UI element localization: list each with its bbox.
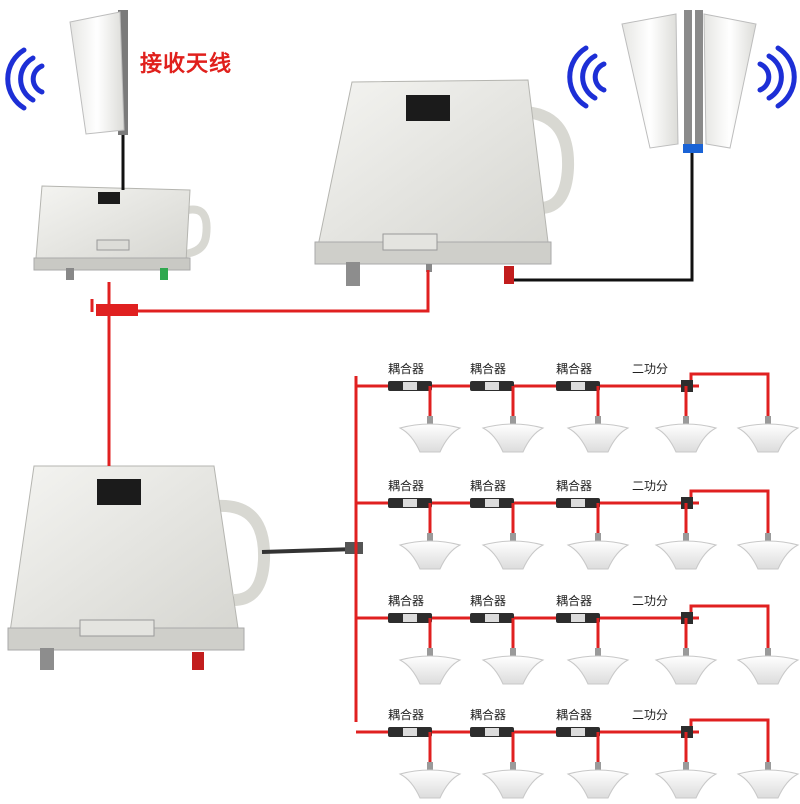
splitter-cable (689, 372, 770, 422)
trunk-cables (90, 270, 430, 466)
antenna-connector (427, 762, 433, 772)
signal-waves-icon (5, 47, 45, 111)
host-output-cable (261, 547, 357, 554)
ceiling-antenna (654, 655, 718, 685)
antenna-connector (595, 648, 601, 658)
receive-antenna-right (512, 10, 757, 282)
coupler-label: 耦合器 (470, 479, 507, 493)
antenna-connector (683, 416, 689, 426)
antenna-connector (595, 762, 601, 772)
coupler-label-plate (571, 499, 585, 507)
relay-unit (314, 79, 575, 286)
splitter-cable (689, 489, 770, 539)
antenna-connector (683, 533, 689, 543)
coupler-label: 耦合器 (556, 594, 593, 608)
coupler-label-plate (571, 382, 585, 390)
coupler-label-plate (571, 728, 585, 736)
receive-antenna-left (69, 10, 128, 185)
ceiling-antenna (654, 769, 718, 799)
ceiling-antenna (654, 540, 718, 570)
antenna-connector (765, 533, 771, 543)
ceiling-antenna (736, 655, 800, 685)
ceiling-antenna (481, 769, 545, 799)
coupler-label: 耦合器 (388, 362, 425, 376)
coupler-label: 耦合器 (470, 362, 507, 376)
coupler-label-plate (485, 382, 499, 390)
antenna-connector (765, 762, 771, 772)
antenna-connector (595, 416, 601, 426)
ceiling-antenna (654, 423, 718, 453)
antenna-connector (765, 416, 771, 426)
antenna-connector (765, 648, 771, 658)
ceiling-antenna (736, 769, 800, 799)
ceiling-antenna (481, 655, 545, 685)
distribution-network (354, 372, 800, 799)
ceiling-antenna (566, 769, 630, 799)
ceiling-antenna (566, 423, 630, 453)
ceiling-antenna (566, 540, 630, 570)
antenna-connector (683, 648, 689, 658)
antenna-connector (427, 533, 433, 543)
coupler-label-plate (403, 728, 417, 736)
host-unit (7, 465, 271, 670)
coupler-label: 耦合器 (556, 708, 593, 722)
coupler-label-plate (485, 499, 499, 507)
coupler-label: 耦合器 (470, 708, 507, 722)
ceiling-antenna (481, 423, 545, 453)
ceiling-antenna (398, 423, 462, 453)
ceiling-antenna (398, 655, 462, 685)
coupler-label-plate (403, 614, 417, 622)
antenna-connector (510, 533, 516, 543)
antenna-connector (683, 762, 689, 772)
main-splitter (345, 542, 363, 554)
antenna-connector (510, 416, 516, 426)
coupler-label: 耦合器 (556, 479, 593, 493)
splitter-label: 二功分 (632, 479, 669, 493)
ceiling-antenna (736, 423, 800, 453)
splitter-cable (689, 718, 770, 768)
signal-waves-icon (567, 45, 797, 109)
antenna-connector (510, 648, 516, 658)
coupler-label-plate (403, 382, 417, 390)
splitter-label: 二功分 (632, 362, 669, 376)
splitter-label: 二功分 (632, 594, 669, 608)
coupler-label-plate (403, 499, 417, 507)
antenna-connector (510, 762, 516, 772)
antenna-connector (595, 533, 601, 543)
coupler-label: 耦合器 (388, 708, 425, 722)
coupler-label: 耦合器 (388, 594, 425, 608)
coupler-label: 耦合器 (470, 594, 507, 608)
ceiling-antenna (398, 769, 462, 799)
ceiling-antenna (398, 540, 462, 570)
antenna-connector (427, 416, 433, 426)
splitter-label: 二功分 (632, 708, 669, 722)
repeater-small (33, 185, 211, 280)
antenna-connector (427, 648, 433, 658)
ceiling-antenna (566, 655, 630, 685)
splitter-cable (689, 604, 770, 654)
coupler-label: 耦合器 (388, 479, 425, 493)
t-connector (96, 304, 138, 316)
ceiling-antenna (481, 540, 545, 570)
coupler-label-plate (485, 614, 499, 622)
ceiling-antenna (736, 540, 800, 570)
coupler-label-plate (485, 728, 499, 736)
coupler-label-plate (571, 614, 585, 622)
coupler-label: 耦合器 (556, 362, 593, 376)
receive-antenna-label: 接收天线 (140, 52, 233, 77)
